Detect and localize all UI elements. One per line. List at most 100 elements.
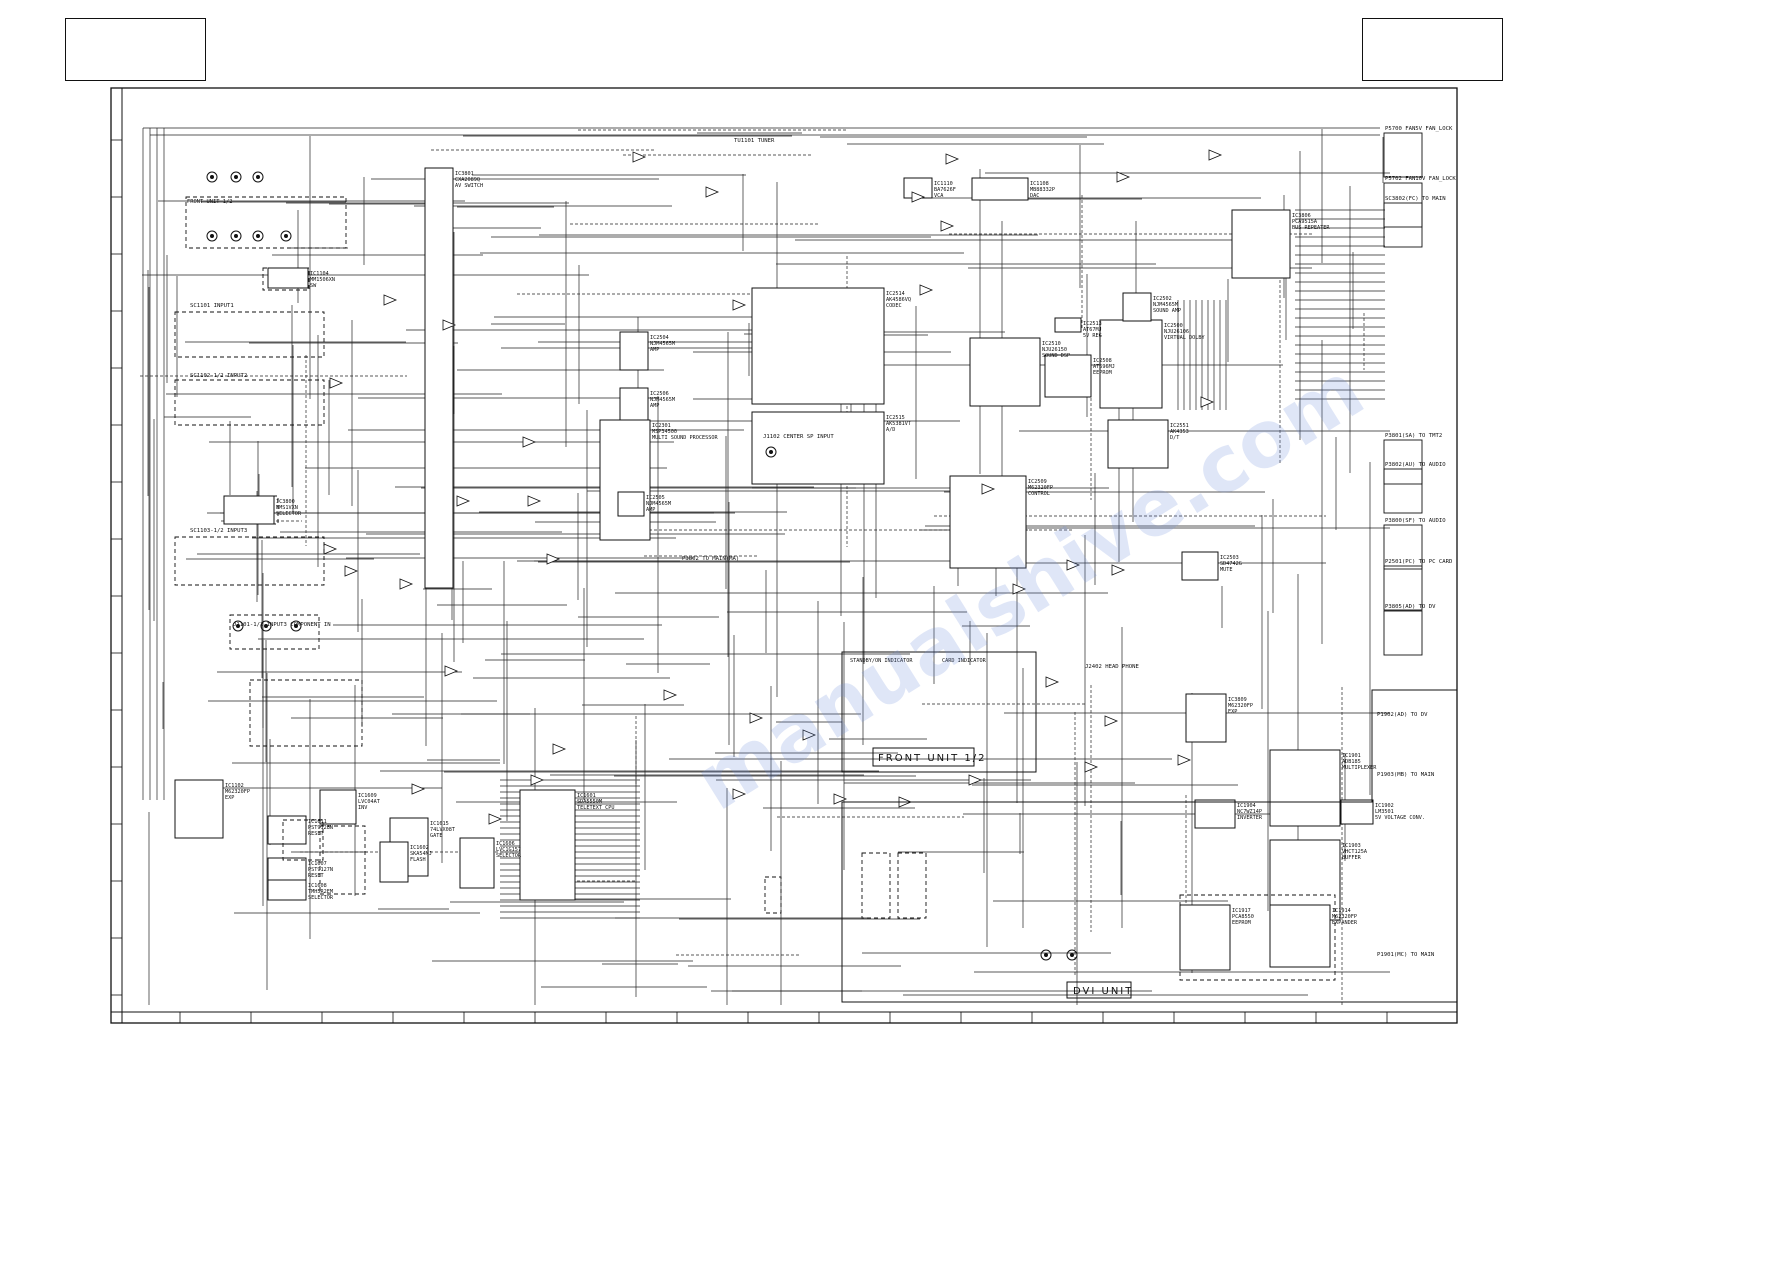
ic-box <box>267 879 307 901</box>
ic-ref-label: IC2506 <box>650 391 669 397</box>
jack-icon <box>230 171 242 183</box>
amp-symbol <box>911 191 926 203</box>
ic-func-label: VCA <box>934 193 944 199</box>
amp-symbol <box>344 565 359 577</box>
ic-ref-label: IC1110 <box>934 181 953 187</box>
ic-part-label: MB88332P <box>1030 187 1055 193</box>
ic-part-label: M62320FP <box>1228 703 1253 709</box>
header-box-right <box>1362 18 1503 81</box>
ic-ref-label: IC1902 <box>1375 803 1394 809</box>
jack-icon <box>1044 953 1048 957</box>
ic-func-label: RESET <box>308 831 324 837</box>
amp-symbol <box>1177 754 1192 766</box>
jack-icon <box>252 171 264 183</box>
indicator-label: STANDBY/ON INDICATOR <box>850 658 913 664</box>
connector-label: SC3802(FC) TO MAIN <box>1385 196 1446 202</box>
front-unit-label: FRONT UNIT 1/2 <box>878 753 986 764</box>
jack-icon <box>294 624 298 628</box>
ic-func-label: INVERTER <box>1237 815 1263 821</box>
connector-label: P1903(MB) TO MAIN <box>1377 772 1434 778</box>
ic-part-label: NJM4565M <box>646 501 671 507</box>
ic-box <box>267 815 307 845</box>
ic-box <box>267 267 309 289</box>
ic-func-label: VIRTUAL DOLBY <box>1164 335 1205 341</box>
connector-label: TU1101 TUNER <box>734 138 775 144</box>
jack-icon <box>1040 949 1052 961</box>
ic-part-label: AT67MJ <box>1083 327 1102 333</box>
ic-part-label: NJU26150 <box>1042 347 1067 353</box>
ic-part-label: NMS1VXN <box>276 505 298 511</box>
ic-box <box>223 495 275 525</box>
connector-label: P3800(SF) TO AUDIO <box>1385 518 1446 524</box>
ic-part-label: AK4586VQ <box>886 297 911 303</box>
ic-ref-label: IC1901 <box>1342 753 1361 759</box>
jack-icon <box>256 234 260 238</box>
connector-box <box>1383 524 1423 570</box>
amp-symbol <box>705 186 720 198</box>
jack-icon <box>230 230 242 242</box>
ic-part-label: CXA2089Q <box>455 177 480 183</box>
amp-symbol <box>802 729 817 741</box>
ic-part-label: AK4353 <box>1170 429 1189 435</box>
ic-boxes <box>174 132 1423 971</box>
ic-box <box>1054 317 1082 333</box>
ic-ref-label: IC2509 <box>1028 479 1047 485</box>
ic-ref-label: IC3801 <box>455 171 474 177</box>
ic-part-label: 74LVX08T <box>430 827 455 833</box>
ic-func-label: TELETEXT CPU <box>577 805 614 811</box>
ic-box <box>379 841 409 883</box>
front-unit-sub-label: FRONT UNIT 1/2 <box>187 199 232 205</box>
ic-box <box>971 177 1029 201</box>
ic-ref-label: IC1108 <box>1030 181 1049 187</box>
ic-func-label: CODEC <box>886 303 902 309</box>
ic-ref-label: IC1615 <box>430 821 449 827</box>
ic-func-label: 5V REG <box>1083 333 1102 339</box>
ic-ref-label: IC3800 <box>276 499 295 505</box>
ic-func-label: DAC <box>1030 193 1039 199</box>
ic-part-label: VHCT125A <box>1342 849 1368 855</box>
bottom-ruler <box>111 139 1388 1023</box>
connector-label: J2402 HEAD PHONE <box>1085 664 1140 670</box>
amp-symbol <box>552 743 567 755</box>
ic-box <box>1107 419 1169 469</box>
ic-box <box>1185 693 1227 743</box>
ic-func-label: EEPROM <box>1232 920 1251 926</box>
connector-label: P5700 FAN5V FAN_LOCK <box>1385 126 1453 132</box>
ic-part-label: PST9127N <box>308 867 333 873</box>
amp-symbol <box>732 788 747 800</box>
indicator-label: CARD INDICATOR <box>942 658 987 664</box>
ic-ref-label: IC1609 <box>358 793 377 799</box>
ic-ref-label: IC3806 <box>1292 213 1311 219</box>
header-box-left <box>65 18 206 81</box>
amp-symbol <box>981 483 996 495</box>
jack-icon <box>206 171 218 183</box>
ic-box <box>1340 799 1374 825</box>
amp-symbol <box>456 495 471 507</box>
ic-part-label: BA7626F <box>934 187 956 193</box>
jack-icon <box>765 446 777 458</box>
jack-icon <box>206 230 218 242</box>
ic-box <box>1269 749 1341 827</box>
amp-symbol <box>1012 583 1027 595</box>
jack-icon <box>256 175 260 179</box>
amp-symbol <box>1208 149 1223 161</box>
ic-ref-label: IC3809 <box>1228 697 1247 703</box>
connector-box <box>1383 610 1423 656</box>
amp-symbol <box>530 774 545 786</box>
ic-part-label: M62320FP <box>1028 485 1053 491</box>
amp-symbol <box>919 284 934 296</box>
ic-part-label: PCA8550 <box>1232 914 1254 920</box>
ic-ref-label: IC2551 <box>1170 423 1189 429</box>
connector-label: P2501(PC) TO PC CARD <box>1385 559 1453 565</box>
connector-label: P3802(AU) TO AUDIO <box>1385 462 1446 468</box>
ic-func-label: RESET <box>308 873 324 879</box>
amp-symbol <box>323 543 338 555</box>
ic-func-label: A/D <box>886 427 895 433</box>
ic-box <box>424 167 454 589</box>
ic-ref-label: IC2515 <box>886 415 905 421</box>
ic-func-label: 5V VOLTAGE CONV. <box>1375 815 1425 821</box>
ic-part-label: M62320FP <box>1332 914 1357 920</box>
ic-box <box>174 779 224 839</box>
connector-label: SC1101 INPUT1 <box>190 303 234 309</box>
ic-func-label: SW <box>310 283 317 289</box>
